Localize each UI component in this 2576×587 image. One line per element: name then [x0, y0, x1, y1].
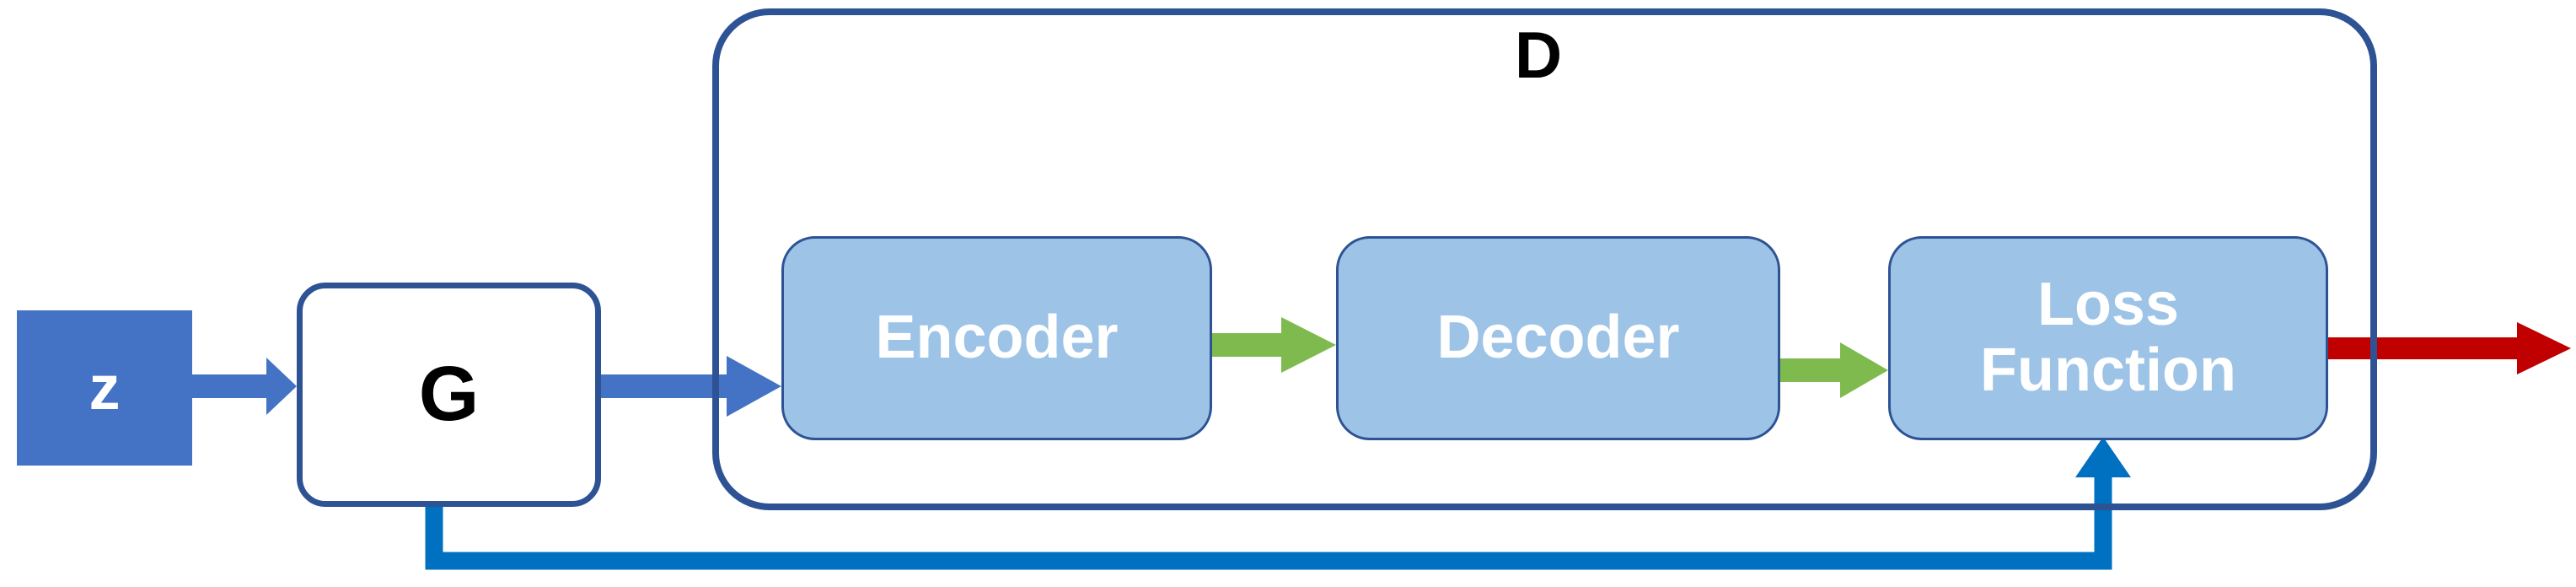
- loss-function-label-line1: Loss: [2037, 271, 2180, 339]
- node-decoder[interactable]: Decoder: [1336, 236, 1780, 440]
- edge-z-to-generator: [192, 358, 297, 415]
- node-loss-function[interactable]: Loss Function: [1888, 236, 2328, 440]
- edge-decoder-to-loss: [1780, 342, 1888, 398]
- edge-encoder-to-decoder: [1212, 317, 1336, 373]
- node-generator[interactable]: G: [297, 283, 601, 507]
- edge-generator-to-encoder: [601, 356, 781, 417]
- group-discriminator-label: D: [1514, 18, 1563, 92]
- edge-generator-feedback-to-loss: [425, 437, 2131, 570]
- edge-loss-output: [2328, 322, 2571, 374]
- node-encoder[interactable]: Encoder: [781, 236, 1212, 440]
- loss-function-label-line2: Function: [1980, 337, 2236, 404]
- node-latent-z[interactable]: z: [17, 310, 192, 466]
